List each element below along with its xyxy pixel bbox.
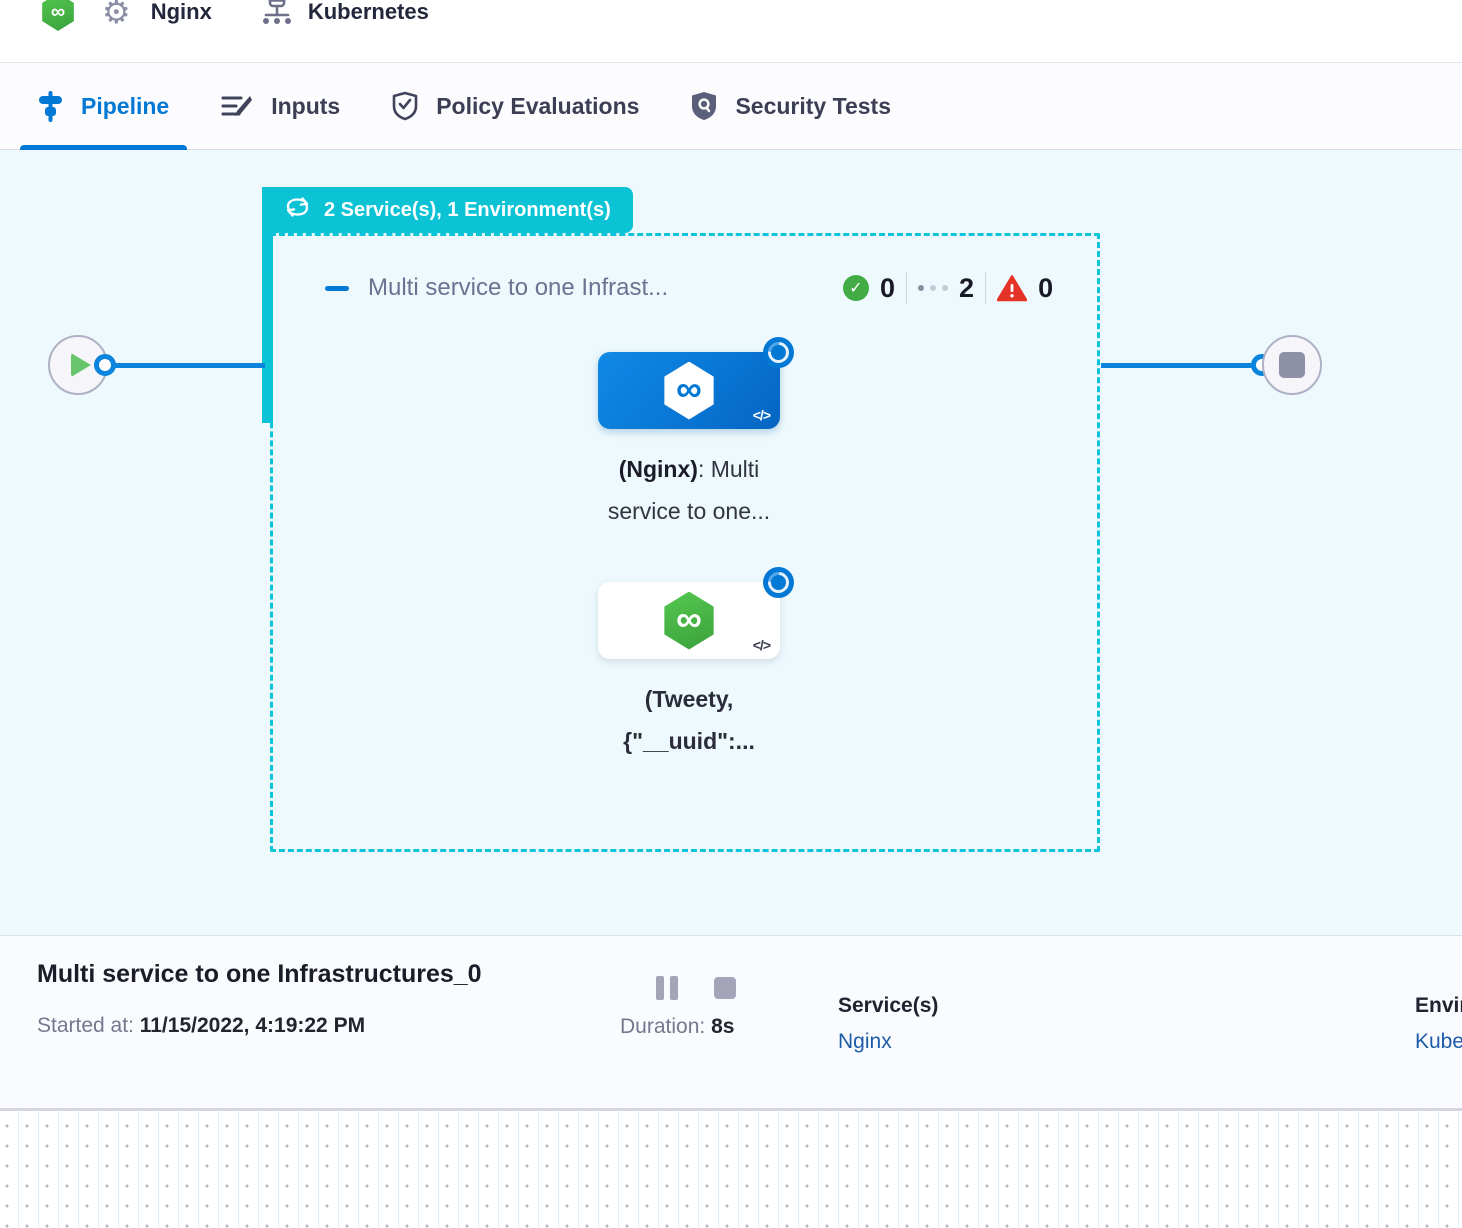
collapse-stage-icon[interactable] bbox=[325, 286, 349, 291]
stage-badge-label: 2 Service(s), 1 Environment(s) bbox=[324, 198, 611, 221]
tab-label: Security Tests bbox=[735, 92, 891, 119]
tab-label: Pipeline bbox=[81, 92, 170, 119]
pipeline-end-node[interactable] bbox=[1262, 335, 1322, 395]
divider bbox=[985, 272, 987, 304]
services-value-link[interactable]: Nginx bbox=[838, 1030, 892, 1053]
success-count: 0 bbox=[880, 272, 896, 303]
spinner-icon bbox=[763, 567, 794, 598]
connector-line-right bbox=[1101, 363, 1259, 368]
play-icon bbox=[71, 353, 91, 377]
security-tests-icon bbox=[691, 91, 717, 121]
breadcrumb: ∞ ⚙ Nginx Kubernetes bbox=[0, 0, 1462, 63]
stage-loop-strip bbox=[262, 187, 273, 423]
spinner-icon bbox=[763, 337, 794, 368]
tab-security-tests[interactable]: Security Tests bbox=[673, 63, 909, 149]
node-nginx-card[interactable]: ∞ </> bbox=[598, 337, 794, 429]
tab-bar: Pipeline Inputs Policy Evaluations bbox=[0, 63, 1462, 150]
pipeline-canvas[interactable]: 2 Service(s), 1 Environment(s) Multi ser… bbox=[0, 150, 1462, 935]
failed-icon bbox=[997, 274, 1028, 302]
pause-button[interactable] bbox=[656, 976, 680, 1000]
running-count: 2 bbox=[959, 272, 975, 303]
abort-button[interactable] bbox=[714, 977, 736, 999]
node-tweety-caption[interactable]: (Tweety, {"__uuid":... bbox=[623, 686, 755, 754]
gear-icon: ⚙ bbox=[102, 0, 131, 30]
code-icon: </> bbox=[752, 637, 771, 653]
inputs-icon bbox=[221, 93, 253, 119]
environments-value-link[interactable]: Kubernetes bbox=[1415, 1030, 1462, 1053]
node-tweety-card[interactable]: ∞ </> bbox=[598, 567, 794, 659]
stage-matrix-badge[interactable]: 2 Service(s), 1 Environment(s) bbox=[262, 187, 633, 233]
tab-label: Inputs bbox=[271, 92, 341, 119]
execution-title: Multi service to one Infrastructures_0 bbox=[37, 960, 482, 988]
node-nginx-caption[interactable]: (Nginx): Multi service to one... bbox=[607, 456, 771, 524]
code-icon: </> bbox=[752, 407, 771, 423]
connector-dot-left bbox=[94, 354, 116, 376]
divider bbox=[906, 272, 908, 304]
environments-label: Environment(s) bbox=[1415, 994, 1462, 1017]
tab-inputs[interactable]: Inputs bbox=[203, 63, 358, 149]
stop-icon bbox=[1279, 352, 1305, 378]
harness-service-icon: ∞ bbox=[664, 361, 714, 420]
policy-evaluations-icon bbox=[392, 91, 418, 121]
loop-icon bbox=[284, 195, 311, 225]
running-icon bbox=[918, 285, 949, 291]
tab-policy-evaluations[interactable]: Policy Evaluations bbox=[374, 63, 657, 149]
harness-service-icon: ∞ bbox=[664, 591, 714, 650]
stage-matrix-container bbox=[270, 233, 1100, 852]
stage-status-counts: ✓ 0 2 0 bbox=[843, 272, 1053, 304]
stage-title[interactable]: Multi service to one Infrast... bbox=[368, 274, 669, 301]
started-at: Started at: 11/15/2022, 4:19:22 PM bbox=[37, 1014, 366, 1037]
kubernetes-icon bbox=[262, 0, 292, 32]
breadcrumb-service-name[interactable]: Nginx bbox=[150, 0, 212, 24]
tab-label: Policy Evaluations bbox=[436, 92, 640, 119]
harness-logo-icon: ∞ bbox=[42, 0, 74, 31]
failed-count: 0 bbox=[1038, 272, 1054, 303]
pipeline-icon bbox=[38, 90, 63, 122]
tab-pipeline[interactable]: Pipeline bbox=[20, 63, 188, 150]
services-label: Service(s) bbox=[838, 994, 939, 1017]
breadcrumb-environment-name[interactable]: Kubernetes bbox=[307, 0, 429, 24]
execution-summary-panel: Multi service to one Infrastructures_0 S… bbox=[0, 935, 1462, 1108]
success-icon: ✓ bbox=[843, 275, 869, 301]
connector-line-left bbox=[105, 363, 265, 368]
duration: Duration: 8s bbox=[620, 1015, 735, 1038]
canvas-grid-floor bbox=[0, 1108, 1462, 1228]
